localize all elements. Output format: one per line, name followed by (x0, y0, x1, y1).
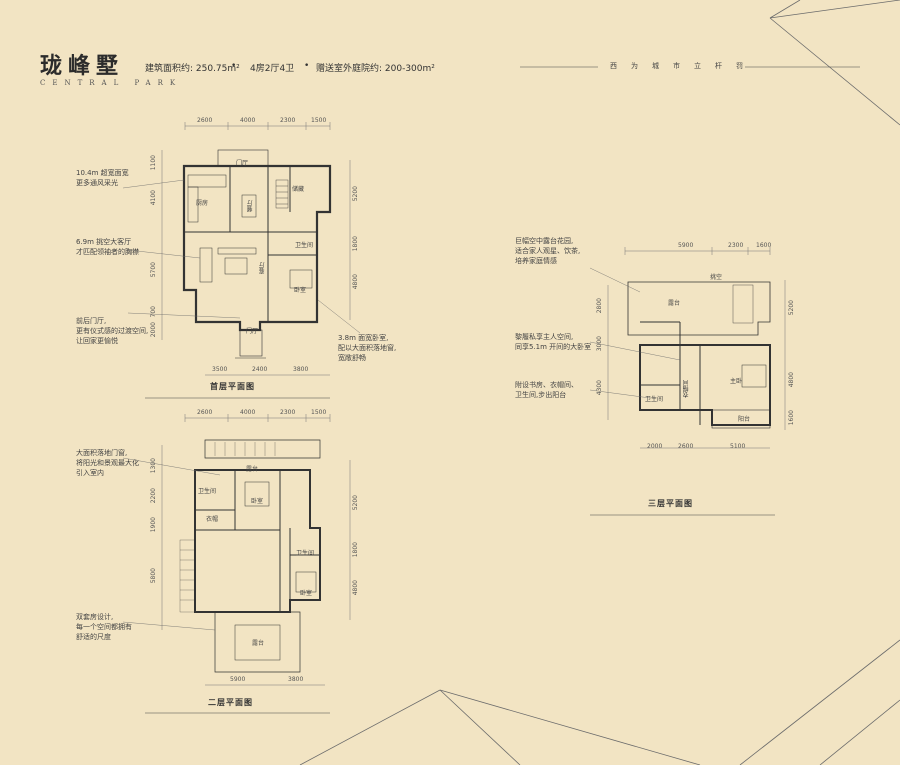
room-label: 卧室 (294, 287, 307, 294)
page-subtitle: CENTRAL PARK (40, 79, 183, 87)
room-label: 卫生间 (296, 550, 315, 557)
room-label: 卫生间 (198, 488, 217, 495)
room-label: 露台 (668, 300, 681, 307)
garden-spec: 赠送室外庭院约: 200-300m² (316, 64, 435, 74)
dim-label: 2600 (197, 117, 213, 124)
dim-label: 1500 (311, 409, 327, 416)
decorative-lines (299, 0, 900, 765)
dim-label: 2800 (596, 298, 603, 314)
slogan: 西为城市立杆罚 (610, 62, 757, 70)
room-label: 卧室 (251, 498, 264, 505)
feature-note: 大面积落地门窗,将阳光和景观最大化引入室内 (76, 449, 139, 477)
dim-label: 2200 (150, 488, 157, 504)
dim-label: 1300 (150, 458, 157, 474)
dim-label: 1100 (150, 155, 157, 171)
rooms-spec: 4房2厅4卫 (250, 64, 295, 74)
dim-label: 4000 (240, 117, 256, 124)
dim-label: 5100 (730, 443, 746, 450)
area-spec: 建筑面积约: 250.75m² (145, 64, 240, 74)
dim-label: 2000 (647, 443, 663, 450)
dim-label: 1900 (150, 517, 157, 533)
feature-note: 巨幅空中露台花园,适合家人观星、饮茶,培养家庭情感 (515, 237, 581, 265)
floor2-plan (122, 414, 351, 714)
floor2-title: 二层平面图 (208, 697, 253, 707)
dim-label: 5200 (788, 300, 795, 316)
feature-note: 6.9m 挑空大客厅才匹配领袖者的胸襟 (76, 238, 139, 256)
dim-label: 2300 (280, 117, 296, 124)
dim-label: 5900 (230, 676, 246, 683)
dim-label: 3800 (288, 676, 304, 683)
dim-label: 700 (150, 306, 157, 318)
dim-label: 4800 (352, 580, 359, 596)
floor3-plan (589, 247, 786, 516)
dim-label: 4800 (788, 372, 795, 388)
feature-note: 10.4m 超宽面宽更多通风采光 (76, 169, 129, 187)
dim-label: 4800 (352, 274, 359, 290)
room-label: 卫生间 (295, 242, 314, 249)
dim-label: 5800 (150, 568, 157, 584)
dim-label: 5200 (352, 495, 359, 511)
page-title: 珑峰墅 (40, 53, 125, 79)
spec-separator: • (304, 61, 310, 71)
floor3-title: 三层平面图 (648, 498, 693, 508)
room-label: 客厅 (259, 262, 266, 274)
room-label: 露台 (252, 640, 265, 647)
room-label: 卫生间 (645, 396, 664, 403)
dim-label: 2000 (150, 322, 157, 338)
room-label: 主卧 (730, 378, 743, 385)
dim-label: 5900 (678, 242, 694, 249)
dim-label: 1600 (756, 242, 772, 249)
dim-label: 3800 (293, 366, 309, 373)
room-label: 储藏 (292, 186, 305, 193)
spec-separator: • (231, 61, 237, 71)
room-label: 挑空 (710, 274, 723, 281)
floor1-plan (122, 122, 361, 399)
dim-label: 2400 (252, 366, 268, 373)
feature-note: 双套房设计,每一个空间都拥有舒适的尺度 (76, 613, 132, 641)
feature-note: 前后门厅,更有仪式感的过渡空间,让回家更愉悦 (76, 317, 149, 345)
room-label: 卧室 (300, 590, 313, 597)
dim-label: 3500 (212, 366, 228, 373)
dim-label: 4100 (150, 190, 157, 206)
dim-label: 3000 (596, 336, 603, 352)
dim-label: 1800 (352, 236, 359, 252)
feature-note: 附设书房、衣帽间、卫生间,步出阳台 (515, 381, 578, 399)
dim-label: 4300 (596, 380, 603, 396)
room-label: 门厅 (246, 328, 259, 335)
room-label: 露台 (246, 466, 259, 473)
feature-note: 3.8m 面宽卧室,配以大面积落地窗,宽敞舒畅 (338, 334, 397, 362)
room-label: 厨房 (196, 200, 209, 207)
dim-label: 2600 (678, 443, 694, 450)
room-label: 餐厅 (247, 200, 254, 212)
room-label: 衣帽 (206, 516, 219, 523)
dim-label: 2300 (280, 409, 296, 416)
dim-label: 5200 (352, 186, 359, 202)
room-label: 衣帽间 (683, 380, 690, 398)
room-label: 门厅 (236, 160, 249, 167)
dim-label: 1500 (311, 117, 327, 124)
dim-label: 1600 (788, 410, 795, 426)
dim-label: 2300 (728, 242, 744, 249)
dim-label: 1800 (352, 542, 359, 558)
dim-label: 2600 (197, 409, 213, 416)
dim-label: 4000 (240, 409, 256, 416)
floor1-title: 首层平面图 (210, 381, 255, 391)
feature-note: 黎履私享主人空间,同享5.1m 开间的大卧室 (515, 333, 592, 351)
room-label: 阳台 (738, 416, 751, 423)
dim-label: 5700 (150, 262, 157, 278)
